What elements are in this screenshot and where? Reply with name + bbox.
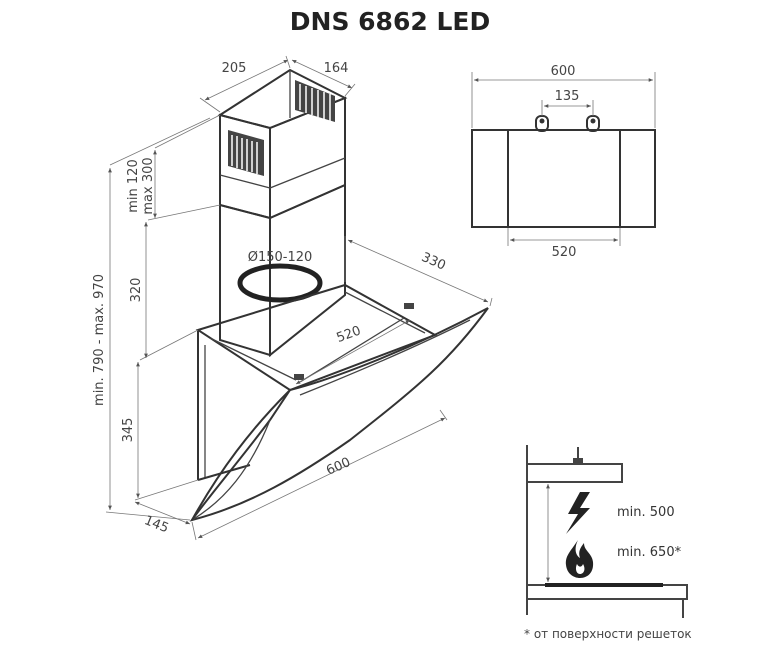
duct-height-line2: max 300 [141,157,156,214]
perspective-view: Ø150-120 205 [92,55,493,541]
duct-depth-label: 164 [324,61,349,76]
hood-body [189,283,489,522]
gas-min-label: min. 650* [617,545,682,560]
install-hood [526,463,623,483]
product-title: DNS 6862 LED [290,7,490,36]
top-inner-width-label: 520 [552,245,577,260]
outlet-diameter-label: Ø150-120 [248,250,313,265]
dim-duct-width: 205 [199,55,291,113]
body-depth-label: 330 [419,250,448,274]
bottom-depth-label: 145 [142,513,171,536]
total-height-label: min. 790 - max. 970 [92,274,107,406]
electric-min-label: min. 500 [617,505,675,520]
dim-front-width: 600 [191,409,448,541]
lightning-icon [566,492,590,534]
dim-body-depth: 330 [344,236,493,307]
top-view-outline [471,129,656,228]
top-mount-spacing-label: 135 [555,89,580,104]
footnote: * от поверхности решеток [524,627,692,641]
top-overall-width-label: 600 [551,64,576,79]
outlet-ring [237,263,323,303]
top-mount-left [535,115,549,132]
inner-width-label: 520 [335,323,363,346]
body-height-label: 345 [121,418,136,443]
duct-width-label: 205 [222,61,247,76]
duct-height-line1: min 120 [126,159,141,212]
flame-icon [565,540,594,578]
front-width-label: 600 [324,455,353,479]
install-diagram: min. 500 min. 650* * от поверхности реше… [524,445,692,641]
vent-slots-left [228,130,264,176]
top-mount-right [586,115,600,132]
vent-slots-back [295,80,335,122]
install-stove [526,584,688,600]
dim-duct-depth: 164 [291,59,356,97]
chimney-duct [217,68,348,358]
duct-lower-label: 320 [129,278,144,303]
top-view: 600 135 520 [471,64,656,260]
dim-vertical-stack: min 120 max 300 320 345 min. 790 - max. … [92,114,221,521]
